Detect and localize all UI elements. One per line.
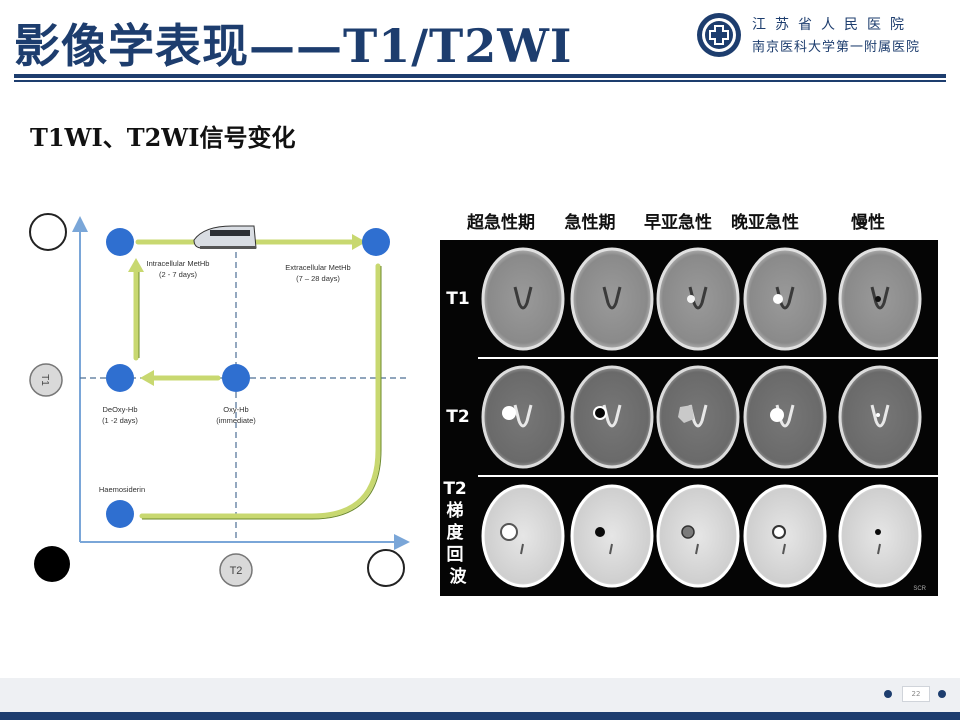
hospital-logo: [697, 13, 741, 57]
next-page-dot[interactable]: [938, 690, 946, 698]
node-intracellular-methb: [106, 228, 134, 256]
train-icon: [193, 225, 257, 249]
t2-high-marker: [367, 549, 405, 587]
page-title: 影像学表现——T1/T2WI: [14, 19, 573, 73]
label-oxy-time: (immediate): [216, 416, 256, 425]
label-oxy: Oxy-Hb: [223, 405, 248, 414]
page-number: 22: [902, 686, 930, 702]
label-extracellular: Extracellular MetHb: [285, 263, 350, 272]
gre-row: [481, 484, 922, 588]
footer-divider: [0, 712, 960, 720]
col-header-early-subacute: 早亚急性: [644, 212, 712, 233]
col-header-chronic: 慢性: [851, 212, 885, 233]
col-header-acute: 急性期: [565, 212, 616, 233]
t2-row: [481, 365, 922, 469]
node-deoxy-hb: [106, 364, 134, 392]
t1-axis-label: T1: [39, 374, 50, 386]
t2-axis-badge: [219, 553, 253, 587]
header-divider: [14, 74, 946, 78]
label-haemosiderin: Haemosiderin: [99, 485, 145, 494]
label-intracellular: Intracellular MetHb: [147, 259, 210, 268]
footer-bar: [0, 678, 960, 712]
node-extracellular-methb: [362, 228, 390, 256]
label-intracellular-time: (2 - 7 days): [159, 270, 197, 279]
label-deoxy-time: (1 -2 days): [102, 416, 138, 425]
label-extracellular-time: (7 – 28 days): [296, 274, 340, 283]
org-name-line1: 江苏省人民医院: [752, 17, 913, 33]
node-haemosiderin: [106, 500, 134, 528]
label-deoxy: DeOxy-Hb: [102, 405, 137, 414]
t2-axis-label: T2: [230, 565, 243, 577]
watermark: SCR: [913, 586, 926, 592]
t1-row: [481, 247, 922, 351]
t1-axis-badge: [29, 363, 63, 397]
col-header-late-subacute: 晚亚急性: [731, 212, 799, 233]
dark-signal-marker: [34, 546, 70, 582]
prev-page-dot[interactable]: [884, 690, 892, 698]
mri-grid: 超急性期 急性期 早亚急性 晚亚急性 慢性 T1 T2 T2 梯 度 回 波: [440, 212, 938, 596]
node-oxy-hb: [222, 364, 250, 392]
arrow-extra-to-haemosiderin: [139, 263, 381, 519]
row-label-t2: T2: [446, 407, 469, 427]
signal-evolution-diagram: Intracellular MetHb (2 - 7 days) Extrace…: [29, 213, 410, 587]
col-header-hyperacute: 超急性期: [467, 212, 535, 233]
row-label-gre: T2 梯 度 回 波: [443, 479, 472, 587]
header-divider-thin: [14, 80, 946, 82]
row-label-t1: T1: [446, 289, 469, 309]
t1-high-marker: [29, 213, 67, 251]
section-subtitle: T1WI、T2WI信号变化: [30, 123, 296, 152]
org-name-line2: 南京医科大学第一附属医院: [752, 40, 921, 55]
